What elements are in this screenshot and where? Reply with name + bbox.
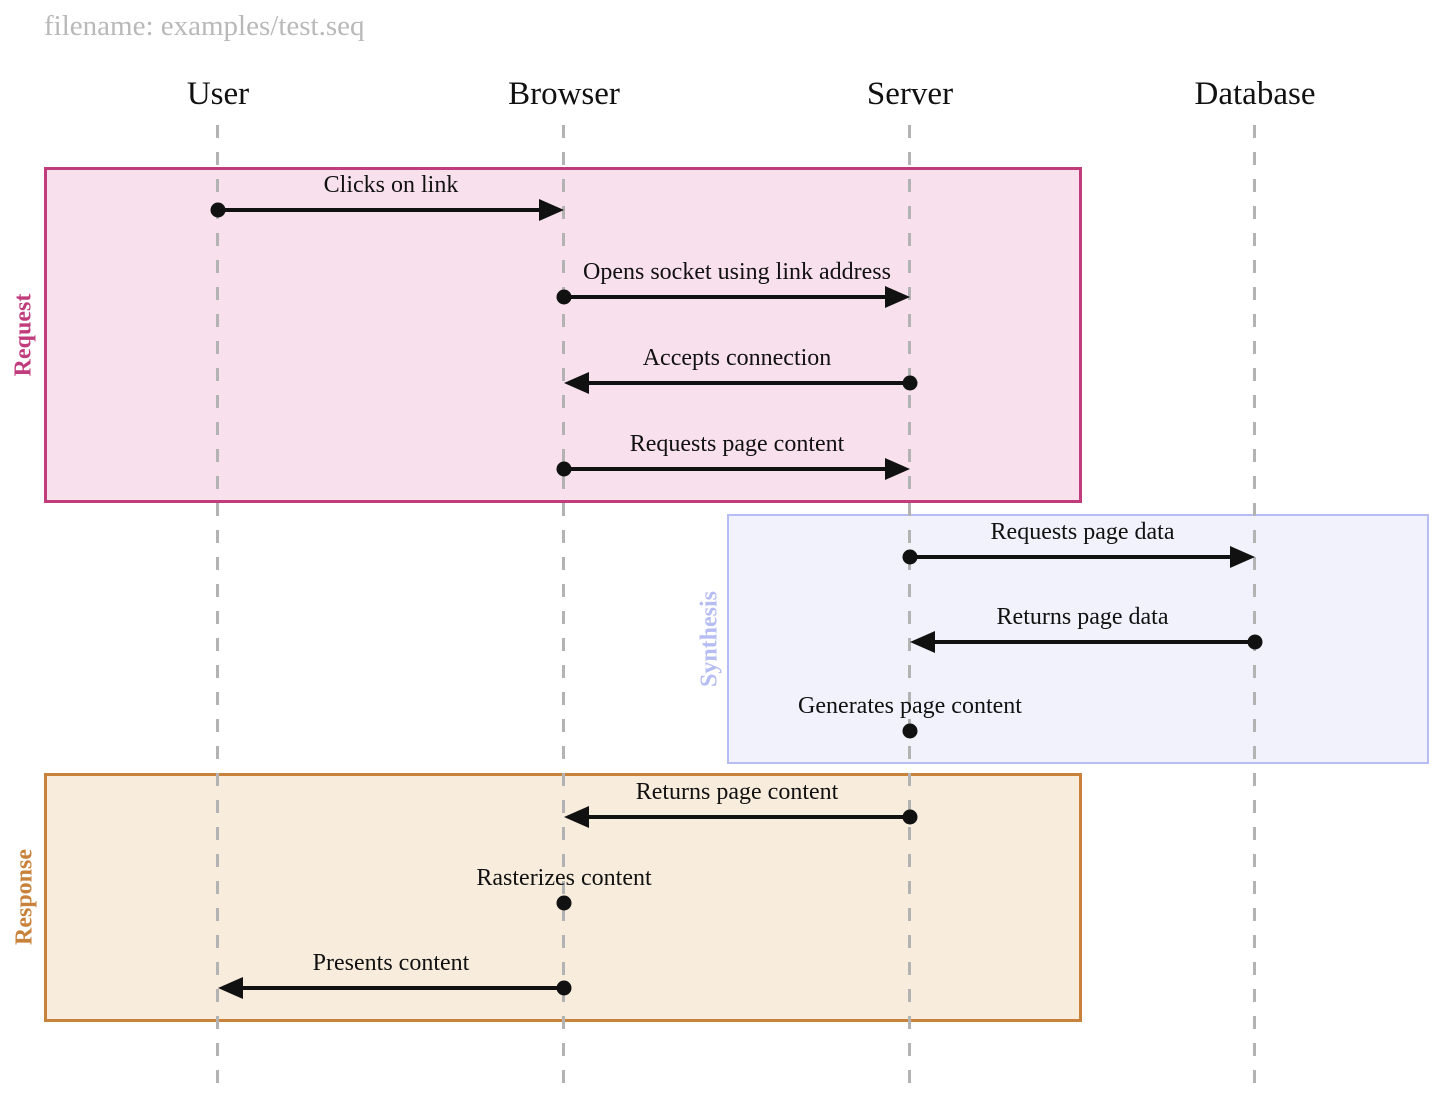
lifeline-user [216,125,219,1085]
message-label: Requests page data [990,519,1175,545]
message-label: Returns page content [635,779,839,805]
message-label: Requests page content [629,431,845,457]
arrowhead-icon [539,199,564,221]
arrowhead-icon [1230,546,1255,568]
message-origin-dot [556,895,572,911]
lifeline-browser [562,125,565,1085]
message-origin-dot [902,809,918,825]
arrowhead-icon [564,806,589,828]
arrowhead-icon [910,631,935,653]
lifeline-database [1253,125,1256,1085]
message-origin-dot [902,375,918,391]
message-label: Clicks on link [323,172,459,198]
arrowhead-icon [885,458,910,480]
message-line [929,640,1255,644]
arrowhead-icon [564,372,589,394]
message-line [583,815,910,819]
message-label: Returns page data [996,604,1169,630]
message-label: Accepts connection [642,345,832,371]
message-origin-dot [1247,634,1263,650]
lifeline-server [908,125,911,1085]
message-label: Rasterizes content [476,865,652,891]
message-origin-dot [556,980,572,996]
message-label: Generates page content [798,693,1022,719]
message-line [583,381,910,385]
arrowhead-icon [218,977,243,999]
message-line [564,467,891,471]
message-line [910,555,1236,559]
message-origin-dot [902,723,918,739]
message-line [564,295,891,299]
arrowhead-icon [885,286,910,308]
message-label: Presents content [312,950,470,976]
message-line [218,208,545,212]
message-label: Opens socket using link address [583,259,891,285]
message-line [237,986,564,990]
